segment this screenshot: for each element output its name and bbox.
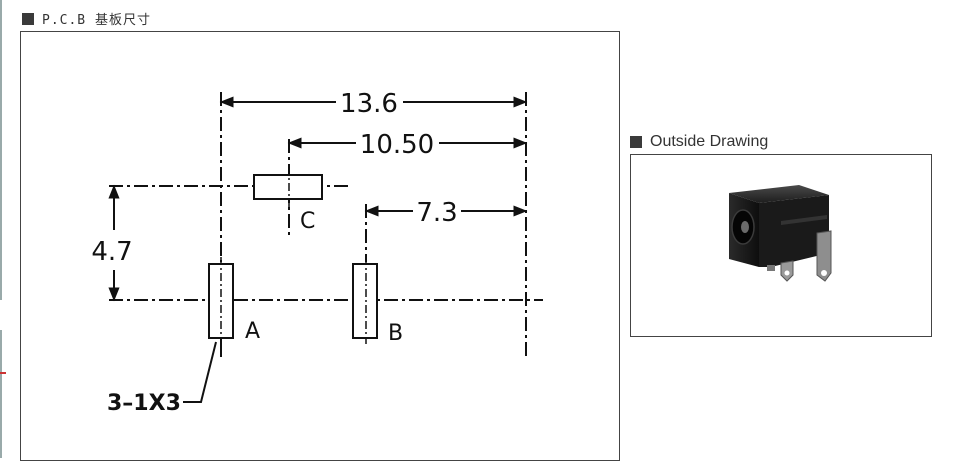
dc-power-jack-icon	[729, 185, 832, 282]
slot-note-leader	[183, 341, 217, 403]
pad-b	[352, 263, 378, 339]
pcb-dimension-drawing: 13.6 10.50 7.3 4.7 C A B 3–1X3	[91, 89, 543, 416]
square-bullet-icon	[22, 12, 34, 25]
left-edge-line-lower	[0, 330, 2, 458]
square-bullet-icon	[630, 136, 642, 148]
outside-drawing-frame	[630, 154, 932, 337]
pcb-drawing-frame: 13.6 10.50 7.3 4.7 C A B 3–1X3	[20, 31, 620, 461]
red-edge-mark	[0, 372, 6, 374]
dim-label-13-6: 13.6	[340, 89, 398, 119]
outside-section-title: Outside Drawing	[630, 133, 768, 151]
left-edge-line	[0, 0, 2, 300]
outside-title-text: Outside Drawing	[650, 133, 769, 150]
dim-label-4-7: 4.7	[91, 237, 132, 267]
pad-c	[253, 174, 323, 200]
pin-label-b: B	[388, 321, 403, 346]
slot-note-label: 3–1X3	[107, 391, 181, 416]
dim-label-7-3: 7.3	[416, 198, 457, 228]
pcb-section-title: P.C.B 基板尺寸	[22, 9, 151, 28]
pin-label-a: A	[245, 319, 260, 344]
dim-label-10-50: 10.50	[360, 130, 434, 160]
pcb-title-text: P.C.B 基板尺寸	[42, 13, 151, 28]
pin-label-c: C	[300, 209, 315, 234]
